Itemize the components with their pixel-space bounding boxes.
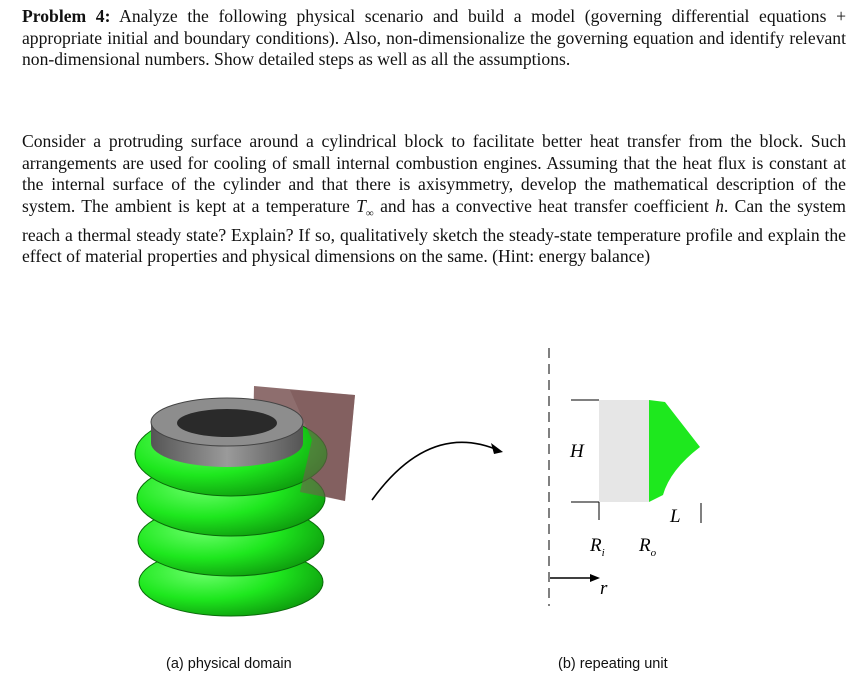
label-Ri: Ri: [589, 535, 605, 559]
scenario-paragraph: Consider a protruding surface around a c…: [22, 131, 846, 268]
figure: H L Ri Ro r (a) physical domain (b) repe…: [0, 330, 864, 682]
unit-block: [599, 400, 649, 502]
finned-cylinder: [134, 386, 355, 617]
scenario-text-1: Consider a protruding surface around a c…: [22, 131, 846, 216]
label-r: r: [600, 578, 608, 599]
problem-text: Analyze the following physical scenario …: [22, 6, 846, 69]
unit-fin: [649, 400, 700, 502]
figure-drawing: H L Ri Ro r: [134, 348, 702, 617]
t-infinity-symbol: T∞: [356, 195, 374, 220]
problem-statement: Problem 4: Analyze the following physica…: [22, 6, 846, 71]
scenario-text-2: and has a convective heat transfer coeff…: [373, 195, 716, 216]
curved-arrow: [371, 441, 501, 501]
scenario-text-3: . Can the system reach a thermal steady …: [22, 195, 846, 267]
h-symbol: h: [715, 195, 724, 216]
caption-physical-domain: (a) physical domain: [166, 656, 292, 672]
label-H: H: [569, 441, 585, 462]
repeating-unit: H L Ri Ro r: [548, 348, 702, 606]
arrow-head: [491, 443, 503, 454]
caption-repeating-unit: (b) repeating unit: [558, 656, 668, 672]
label-L: L: [669, 506, 681, 527]
problem-label: Problem 4:: [22, 6, 111, 26]
label-Ro: Ro: [638, 535, 657, 559]
cylinder-bore: [177, 409, 277, 437]
